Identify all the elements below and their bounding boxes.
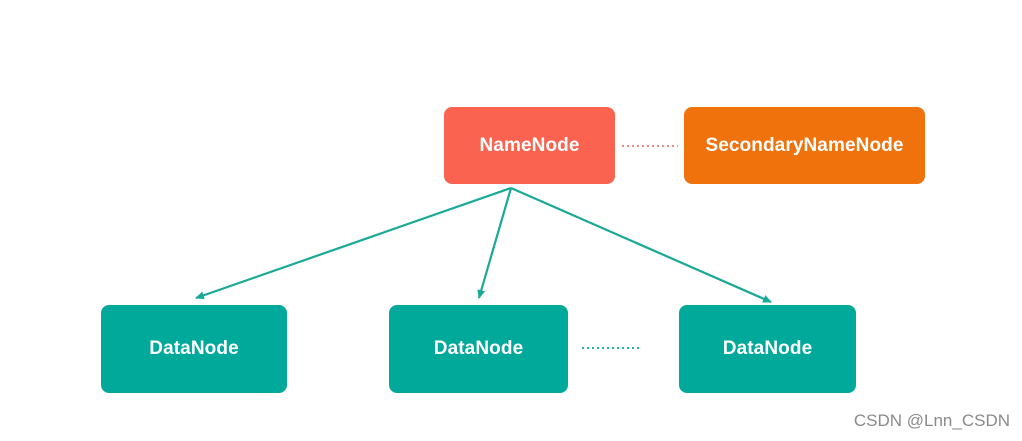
secondary-namenode-box: SecondaryNameNode	[684, 107, 925, 184]
datanode-label-3: DataNode	[722, 338, 813, 359]
arrow-to-datanode-2	[477, 187, 513, 299]
datanode-box-2: DataNode	[389, 305, 568, 393]
datanode-box-1: DataNode	[101, 305, 287, 393]
datanode-label-2: DataNode	[433, 338, 524, 359]
arrow-to-datanode-3	[510, 186, 772, 304]
arrow-to-datanode-1	[195, 186, 512, 300]
secondary-namenode-label: SecondaryNameNode	[705, 134, 904, 156]
datanode-box-3: DataNode	[679, 305, 856, 393]
namenode-label: NameNode	[479, 134, 580, 156]
namenode-box: NameNode	[444, 107, 615, 184]
datanode-label-1: DataNode	[149, 338, 239, 359]
watermark-text: CSDN @Lnn_CSDN	[853, 411, 1010, 430]
